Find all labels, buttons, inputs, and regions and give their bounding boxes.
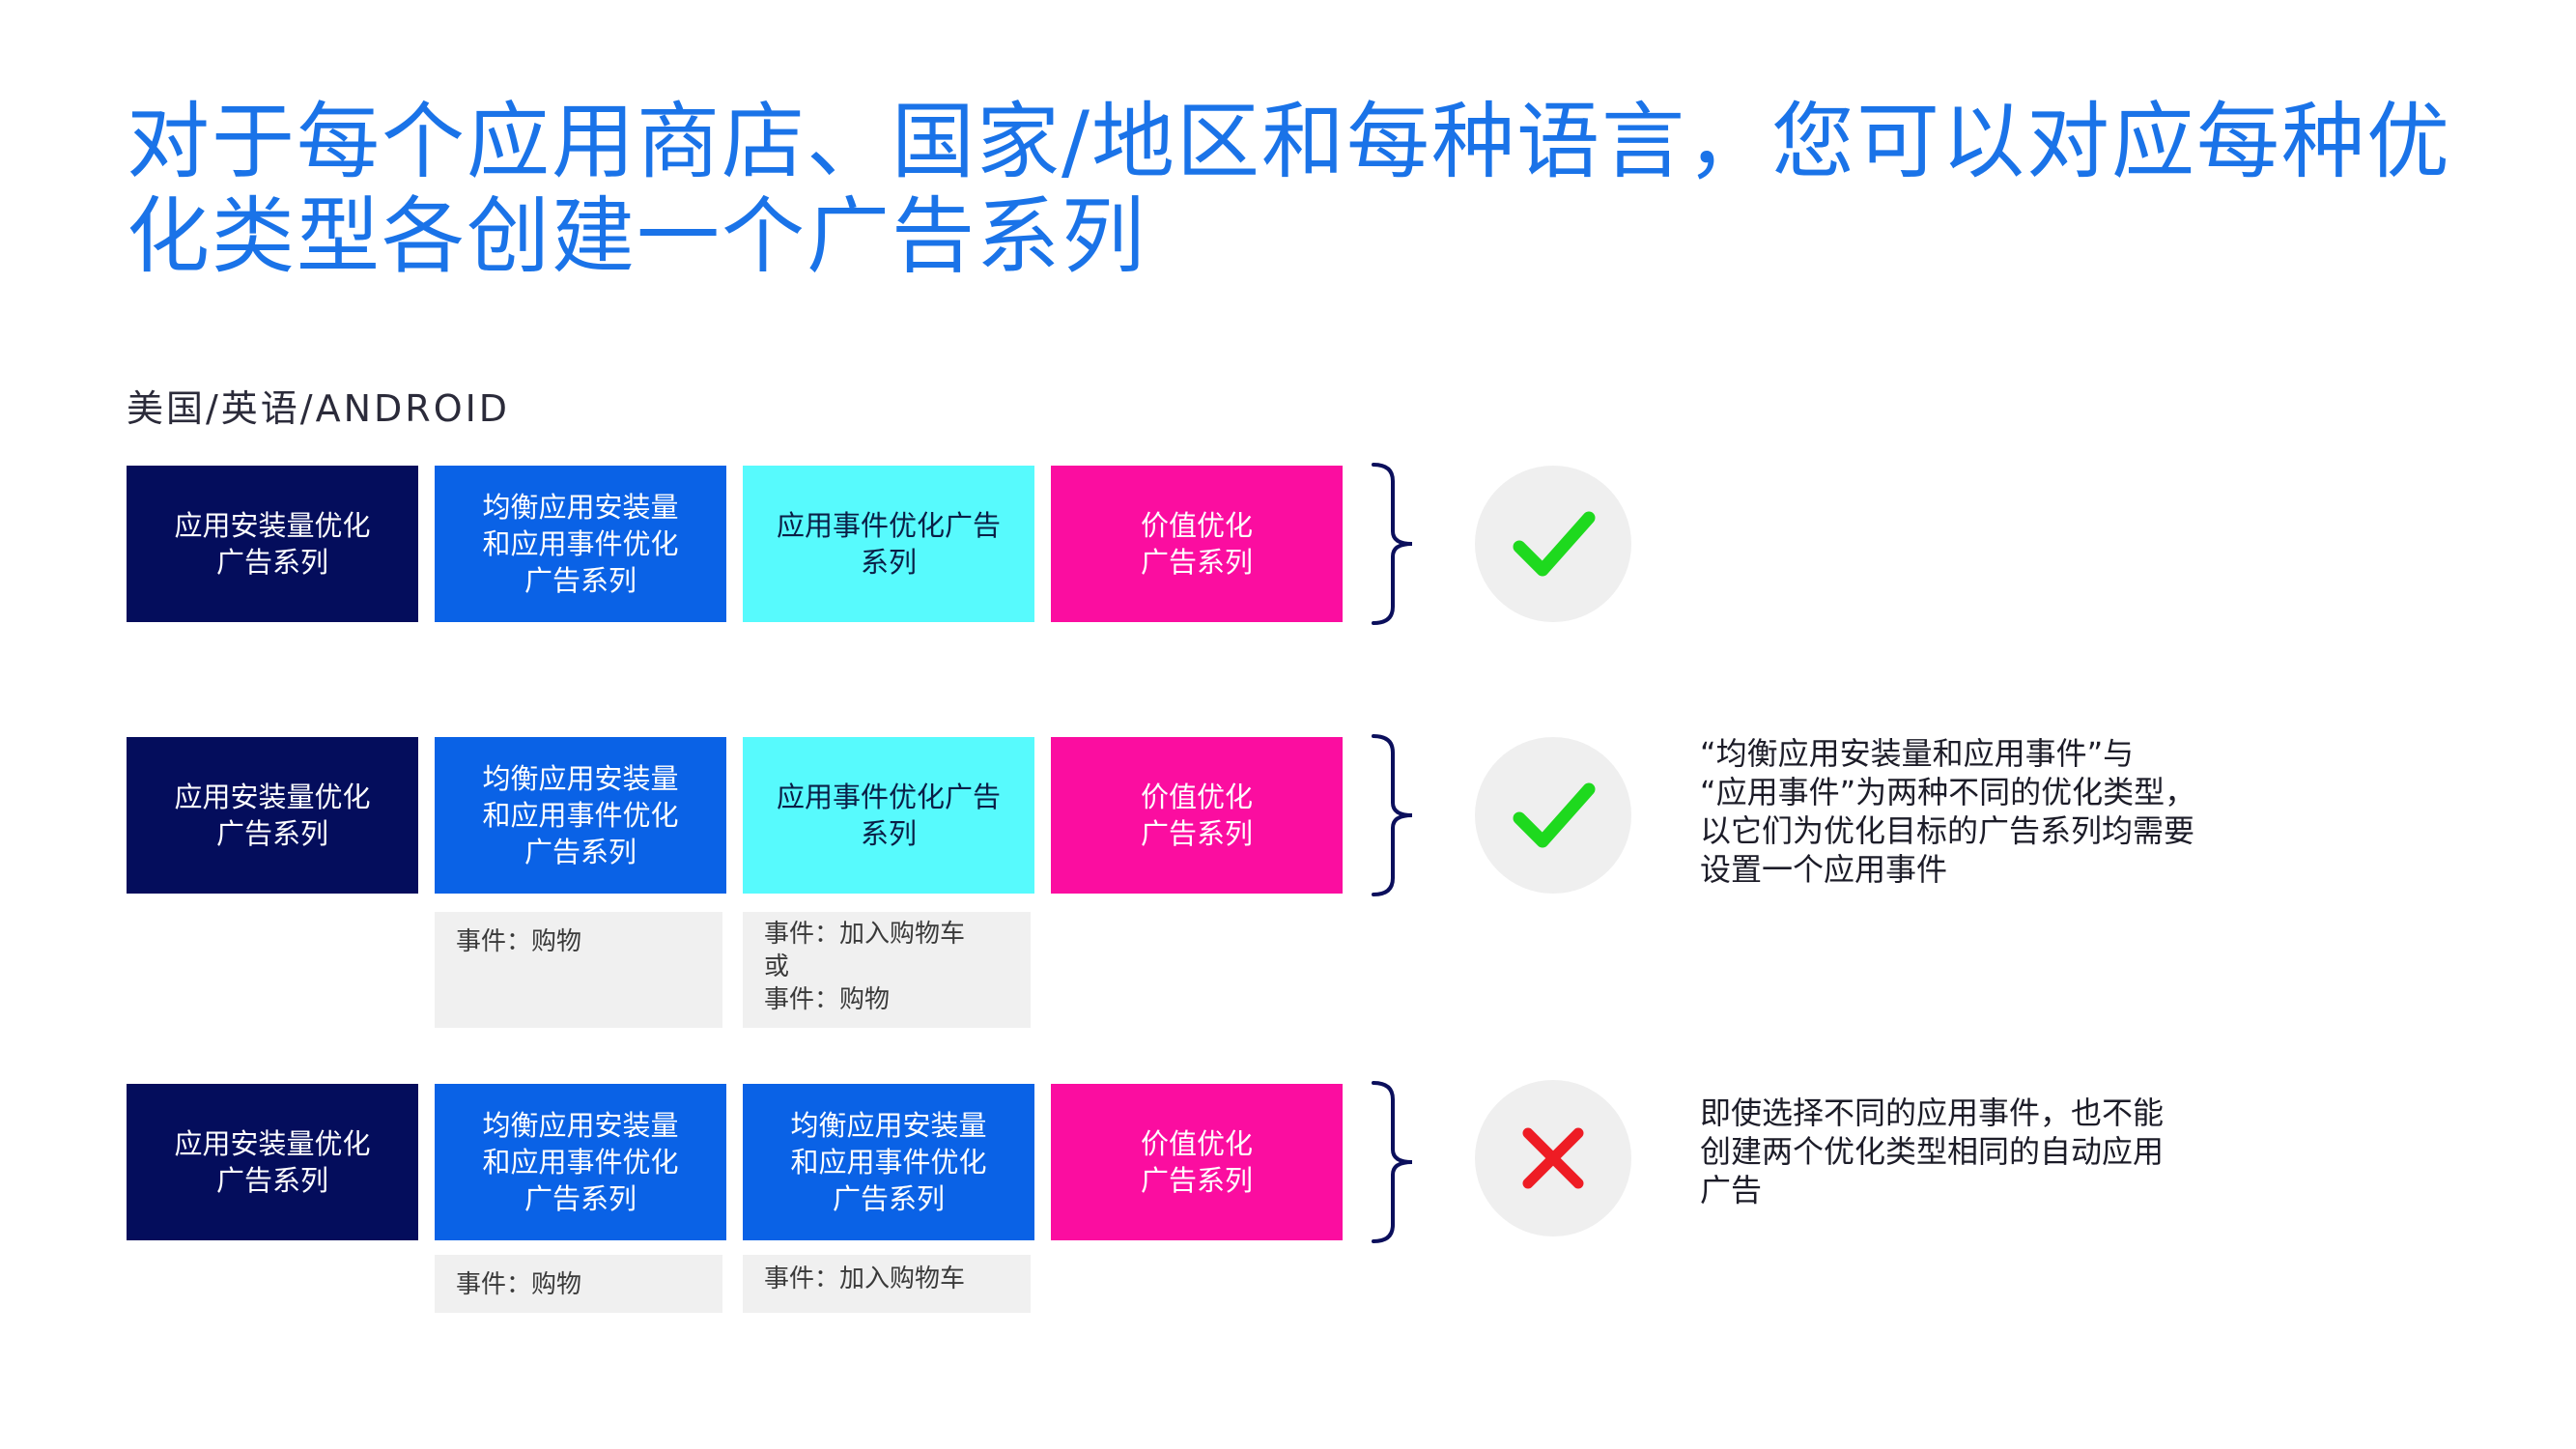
note-line: 事件：购物 xyxy=(764,985,891,1014)
event-note: 事件：加入购物车 或 事件：购物 xyxy=(743,912,1031,1028)
brace-icon xyxy=(1372,734,1413,896)
brace-icon xyxy=(1372,1081,1413,1243)
box-line: 价值优化 xyxy=(1140,509,1253,542)
campaign-balanced: 均衡应用安装量和应用事件优化广告系列 xyxy=(435,1084,726,1240)
description-line: 广告 xyxy=(1700,1172,1763,1208)
event-note: 事件：购物 xyxy=(435,1255,722,1313)
event-note: 事件：购物 xyxy=(435,912,722,1028)
campaign-balanced: 均衡应用安装量和应用事件优化广告系列 xyxy=(435,466,726,622)
description-line: 以它们为优化目标的广告系列均需要 xyxy=(1700,812,2195,849)
box-line: 均衡应用安装量 xyxy=(482,491,679,524)
box-line: 广告系列 xyxy=(524,564,637,597)
box-line: 广告系列 xyxy=(215,1164,328,1197)
cross-icon xyxy=(1522,1127,1584,1189)
box-line: 和应用事件优化 xyxy=(482,799,679,832)
box-line: 广告系列 xyxy=(832,1182,945,1215)
box-line: 系列 xyxy=(860,546,917,579)
box-line: 和应用事件优化 xyxy=(482,527,679,560)
box-line: 广告系列 xyxy=(524,836,637,868)
note-line: 事件：购物 xyxy=(456,1270,582,1299)
note-line: 或 xyxy=(764,952,790,981)
box-line: 广告系列 xyxy=(1140,817,1253,850)
box-line: 应用安装量优化 xyxy=(174,1127,371,1160)
box-line: 均衡应用安装量 xyxy=(482,762,679,795)
box-line: 和应用事件优化 xyxy=(482,1146,679,1179)
box-line: 应用事件优化广告 xyxy=(776,509,1001,542)
box-line: 均衡应用安装量 xyxy=(482,1109,679,1142)
campaign-install: 应用安装量优化广告系列 xyxy=(127,1084,418,1240)
box-line: 广告系列 xyxy=(1140,546,1253,579)
status-circle xyxy=(1475,737,1631,894)
row-description: “均衡应用安装量和应用事件”与 “应用事件”为两种不同的优化类型， 以它们为优化… xyxy=(1700,734,2241,889)
note-line: 事件：加入购物车 xyxy=(764,1264,966,1293)
box-line: 广告系列 xyxy=(215,817,328,850)
box-line: 广告系列 xyxy=(524,1182,637,1215)
note-line: 事件：购物 xyxy=(456,927,582,956)
campaign-value: 价值优化广告系列 xyxy=(1051,1084,1343,1240)
campaign-event: 应用事件优化广告系列 xyxy=(743,737,1034,894)
brace-icon xyxy=(1372,463,1413,625)
campaign-event: 应用事件优化广告系列 xyxy=(743,466,1034,622)
box-line: 应用事件优化广告 xyxy=(776,781,1001,813)
box-line: 均衡应用安装量 xyxy=(790,1109,987,1142)
campaign-balanced: 均衡应用安装量和应用事件优化广告系列 xyxy=(435,737,726,894)
check-icon xyxy=(1513,782,1596,848)
box-line: 应用安装量优化 xyxy=(174,509,371,542)
description-line: “应用事件”为两种不同的优化类型， xyxy=(1700,774,2196,810)
campaign-balanced: 均衡应用安装量和应用事件优化广告系列 xyxy=(743,1084,1034,1240)
box-line: 系列 xyxy=(860,817,917,850)
check-icon xyxy=(1513,511,1596,577)
description-line: 即使选择不同的应用事件，也不能 xyxy=(1700,1094,2165,1131)
note-line: 事件：加入购物车 xyxy=(764,920,966,949)
status-circle xyxy=(1475,1080,1631,1236)
box-line: 应用安装量优化 xyxy=(174,781,371,813)
description-line: “均衡应用安装量和应用事件”与 xyxy=(1700,735,2135,772)
box-line: 广告系列 xyxy=(1140,1164,1253,1197)
box-line: 广告系列 xyxy=(215,546,328,579)
box-line: 价值优化 xyxy=(1140,1127,1253,1160)
row-description: 即使选择不同的应用事件，也不能 创建两个优化类型相同的自动应用 广告 xyxy=(1700,1094,2241,1209)
subtitle: 美国/英语/ANDROID xyxy=(127,387,511,430)
campaign-value: 价值优化广告系列 xyxy=(1051,737,1343,894)
campaign-install: 应用安装量优化广告系列 xyxy=(127,466,418,622)
campaign-install: 应用安装量优化广告系列 xyxy=(127,737,418,894)
page-title: 对于每个应用商店、国家/地区和每种语言，您可以对应每种优化类型各创建一个广告系列 xyxy=(127,94,2451,285)
campaign-value: 价值优化广告系列 xyxy=(1051,466,1343,622)
box-line: 和应用事件优化 xyxy=(790,1146,987,1179)
description-line: 设置一个应用事件 xyxy=(1700,851,1948,888)
event-note: 事件：加入购物车 xyxy=(743,1255,1031,1313)
box-line: 价值优化 xyxy=(1140,781,1253,813)
status-circle xyxy=(1475,466,1631,622)
description-line: 创建两个优化类型相同的自动应用 xyxy=(1700,1133,2165,1170)
